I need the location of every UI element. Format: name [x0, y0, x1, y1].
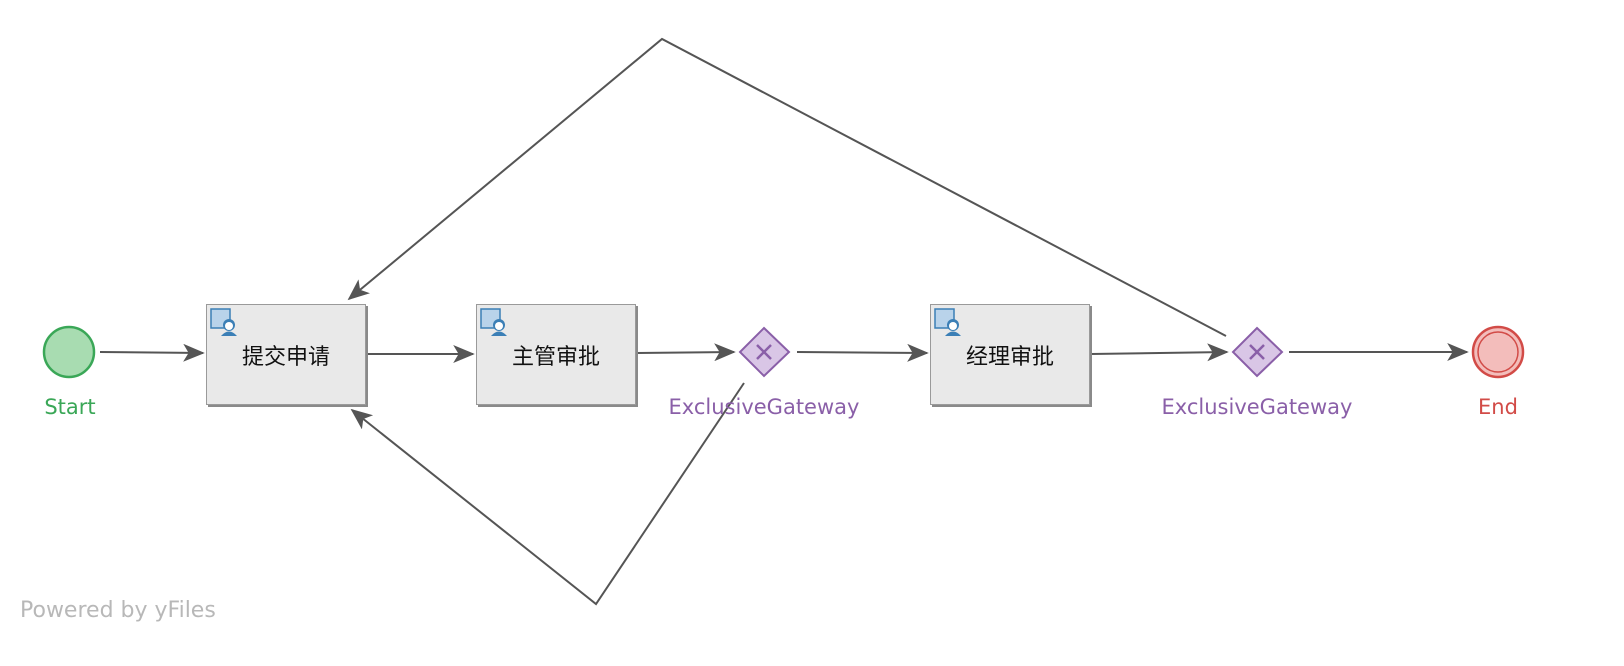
task-submit-application[interactable]: 提交申请: [206, 304, 366, 405]
edge-gateway1-to-manager: [796, 343, 929, 362]
start-event-circle[interactable]: [42, 325, 96, 379]
task-manager-approval[interactable]: 经理审批: [930, 304, 1090, 405]
end-event-label: End: [1478, 395, 1518, 419]
edge-manager-to-gateway2: [1090, 343, 1229, 362]
edge-gateway1-back-to-submit: [350, 382, 745, 606]
edge-supervisor-to-gateway1: [636, 343, 736, 362]
edge-start-to-submit: [99, 343, 205, 362]
user-task-icon: [210, 308, 237, 336]
gateway-1-label: ExclusiveGateway: [668, 395, 860, 419]
edge-gateway2-back-to-submit: [347, 37, 1227, 337]
task-label: 经理审批: [965, 344, 1054, 370]
start-event-label: Start: [44, 395, 96, 419]
task-supervisor-approval[interactable]: 主管审批: [476, 304, 636, 405]
x-icon: [1249, 344, 1265, 360]
user-task-icon: [480, 308, 507, 336]
task-label: 提交申请: [241, 344, 330, 370]
watermark: Powered by yFiles: [20, 598, 216, 623]
end-event[interactable]: [1471, 325, 1525, 379]
task-label: 主管审批: [511, 344, 600, 370]
gateway-2-label: ExclusiveGateway: [1161, 395, 1353, 419]
exclusive-gateway-2[interactable]: [1231, 326, 1284, 378]
user-task-icon: [934, 308, 961, 336]
exclusive-gateway-1[interactable]: [738, 326, 791, 378]
x-icon: [756, 344, 772, 360]
